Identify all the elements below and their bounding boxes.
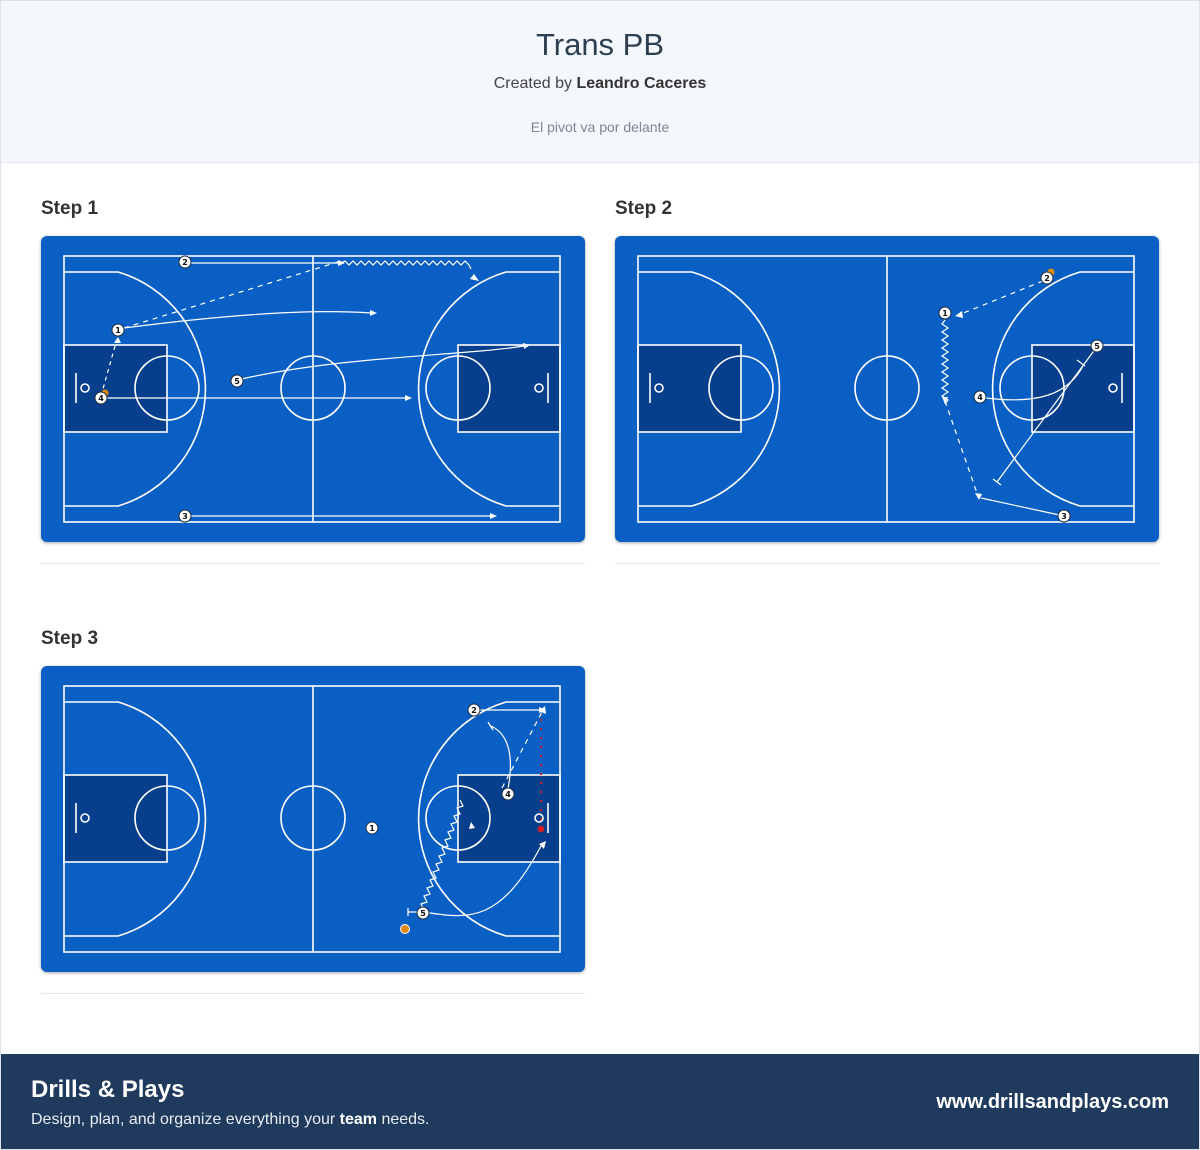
svg-text:3: 3 [182, 512, 188, 521]
svg-text:3: 3 [1061, 512, 1067, 521]
ball-icon [400, 924, 410, 934]
player-2[interactable]: 2 [178, 255, 192, 269]
svg-text:5: 5 [420, 909, 426, 918]
created-by-label: Created by [493, 75, 572, 92]
player-4[interactable]: 4 [94, 391, 108, 405]
tagline-bold: team [339, 1111, 377, 1128]
player-5[interactable]: 5 [1090, 339, 1104, 353]
player-5[interactable]: 5 [416, 906, 430, 920]
svg-text:2: 2 [182, 258, 188, 267]
author-name: Leandro Caceres [576, 75, 707, 92]
svg-text:4: 4 [977, 393, 983, 402]
svg-text:1: 1 [942, 309, 948, 318]
step-1-diagram: 2 1 5 4 3 [63, 255, 561, 523]
svg-text:5: 5 [1094, 342, 1100, 351]
step-2-title: Step 2 [615, 198, 673, 219]
arrowheads [114, 260, 530, 519]
step-3-court[interactable]: 2 4 1 5 [41, 666, 585, 972]
player-1[interactable]: 1 [365, 821, 379, 835]
play-header: Trans PB Created by Leandro Caceres El p… [1, 1, 1199, 163]
movement-lines [940, 280, 1097, 517]
play-description: El pivot va por delante [530, 119, 670, 135]
court-markings [63, 255, 561, 523]
footer-tagline: Design, plan, and organize everything yo… [31, 1111, 430, 1129]
step-1-title: Step 1 [41, 198, 99, 219]
screen-marker-icon [537, 825, 545, 833]
step-2-diagram: 2 1 5 4 3 [637, 255, 1135, 523]
movement-lines [407, 709, 544, 917]
svg-text:1: 1 [115, 326, 121, 335]
arrowheads [942, 311, 982, 500]
court-markings [63, 685, 561, 953]
movement-lines [100, 260, 525, 517]
player-1[interactable]: 1 [111, 323, 125, 337]
step-2-court[interactable]: 2 1 5 4 3 [615, 236, 1159, 542]
svg-text:4: 4 [505, 790, 511, 799]
tagline-prefix: Design, plan, and organize everything yo… [31, 1111, 336, 1128]
player-4[interactable]: 4 [973, 390, 987, 404]
step-1-divider [41, 563, 585, 564]
step-3-divider [41, 993, 585, 994]
step-3-title: Step 3 [41, 628, 99, 649]
player-2[interactable]: 2 [467, 703, 481, 717]
svg-text:4: 4 [98, 394, 104, 403]
player-3[interactable]: 3 [1057, 509, 1071, 523]
tagline-suffix: needs. [381, 1111, 430, 1128]
player-1[interactable]: 1 [938, 306, 952, 320]
svg-text:2: 2 [471, 706, 477, 715]
step-2-divider [615, 563, 1159, 564]
svg-text:2: 2 [1044, 274, 1050, 283]
footer-url-link[interactable]: www.drillsandplays.com [936, 1091, 1169, 1113]
player-5[interactable]: 5 [230, 374, 244, 388]
step-1-court[interactable]: 2 1 5 4 3 [41, 236, 585, 542]
byline: Created by Leandro Caceres [1, 75, 1199, 93]
svg-text:5: 5 [234, 377, 240, 386]
footer-brand: Drills & Plays [31, 1076, 185, 1103]
arrowheads [469, 706, 546, 849]
site-footer: Drills & Plays Design, plan, and organiz… [1, 1054, 1199, 1149]
step-3-diagram: 2 4 1 5 [63, 685, 561, 953]
player-2[interactable]: 2 [1040, 271, 1054, 285]
player-3[interactable]: 3 [178, 509, 192, 523]
svg-text:1: 1 [369, 824, 375, 833]
play-title: Trans PB [535, 27, 665, 62]
player-4[interactable]: 4 [501, 787, 515, 801]
court-markings [637, 255, 1135, 523]
